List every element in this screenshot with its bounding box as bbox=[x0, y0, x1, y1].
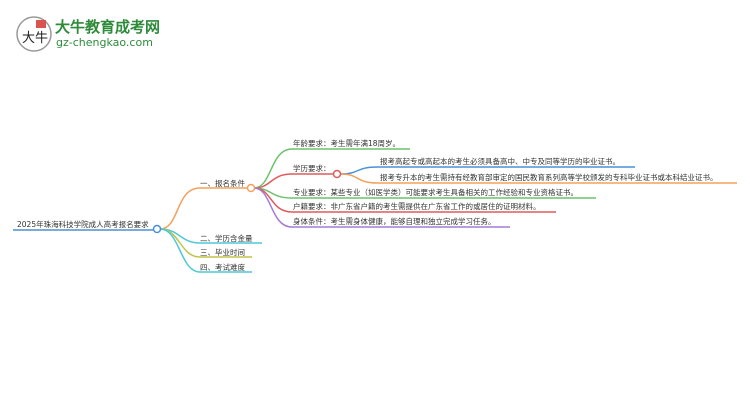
logo-title: 大牛教育成考网 bbox=[55, 18, 161, 36]
cond-2-2-line bbox=[340, 173, 737, 184]
logo-url: gz-chengkao.com bbox=[56, 36, 153, 49]
branch-4-line bbox=[159, 228, 252, 273]
logo-mark-icon: 大牛 bbox=[16, 16, 52, 52]
root-node-circle bbox=[152, 224, 162, 234]
cond-1-line bbox=[253, 148, 410, 189]
root-topic[interactable]: 2025年珠海科技学院成人高考报名要求 bbox=[17, 220, 149, 229]
cond-education-2[interactable]: 报考专升本的考生需持有经教育部审定的国民教育系列高等学校颁发的专科毕业证书或本科… bbox=[380, 173, 718, 182]
branch-2[interactable]: 二、学历含金量 bbox=[200, 234, 253, 243]
branch-1[interactable]: 一、报名条件 bbox=[200, 179, 245, 188]
cond-major[interactable]: 专业要求：某些专业（如医学类）可能要求考生具备相关的工作经验和专业资格证书。 bbox=[293, 188, 578, 197]
cond-health[interactable]: 身体条件：考生需身体健康，能够自理和独立完成学习任务。 bbox=[293, 217, 496, 226]
cond-education[interactable]: 学历要求： bbox=[293, 164, 331, 173]
branch-1-node-circle bbox=[246, 183, 256, 193]
cond-2-node-circle bbox=[332, 169, 342, 179]
cond-5-line bbox=[253, 187, 510, 228]
cond-household[interactable]: 户籍要求：非广东省户籍的考生需提供在广东省工作的或居住的证明材料。 bbox=[293, 202, 541, 211]
cond-education-1[interactable]: 报考高起专或高起本的考生必须具备高中、中专及同等学历的毕业证书。 bbox=[380, 157, 620, 166]
svg-text:大牛: 大牛 bbox=[22, 31, 48, 46]
cond-2-line bbox=[253, 173, 333, 189]
branch-4[interactable]: 四、考试难度 bbox=[200, 263, 245, 272]
branch-3[interactable]: 三、毕业时间 bbox=[200, 248, 245, 257]
cond-age[interactable]: 年龄要求：考生需年满18周岁。 bbox=[293, 139, 401, 148]
branch-1-line bbox=[159, 187, 247, 230]
logo: 大牛 bbox=[14, 14, 54, 58]
